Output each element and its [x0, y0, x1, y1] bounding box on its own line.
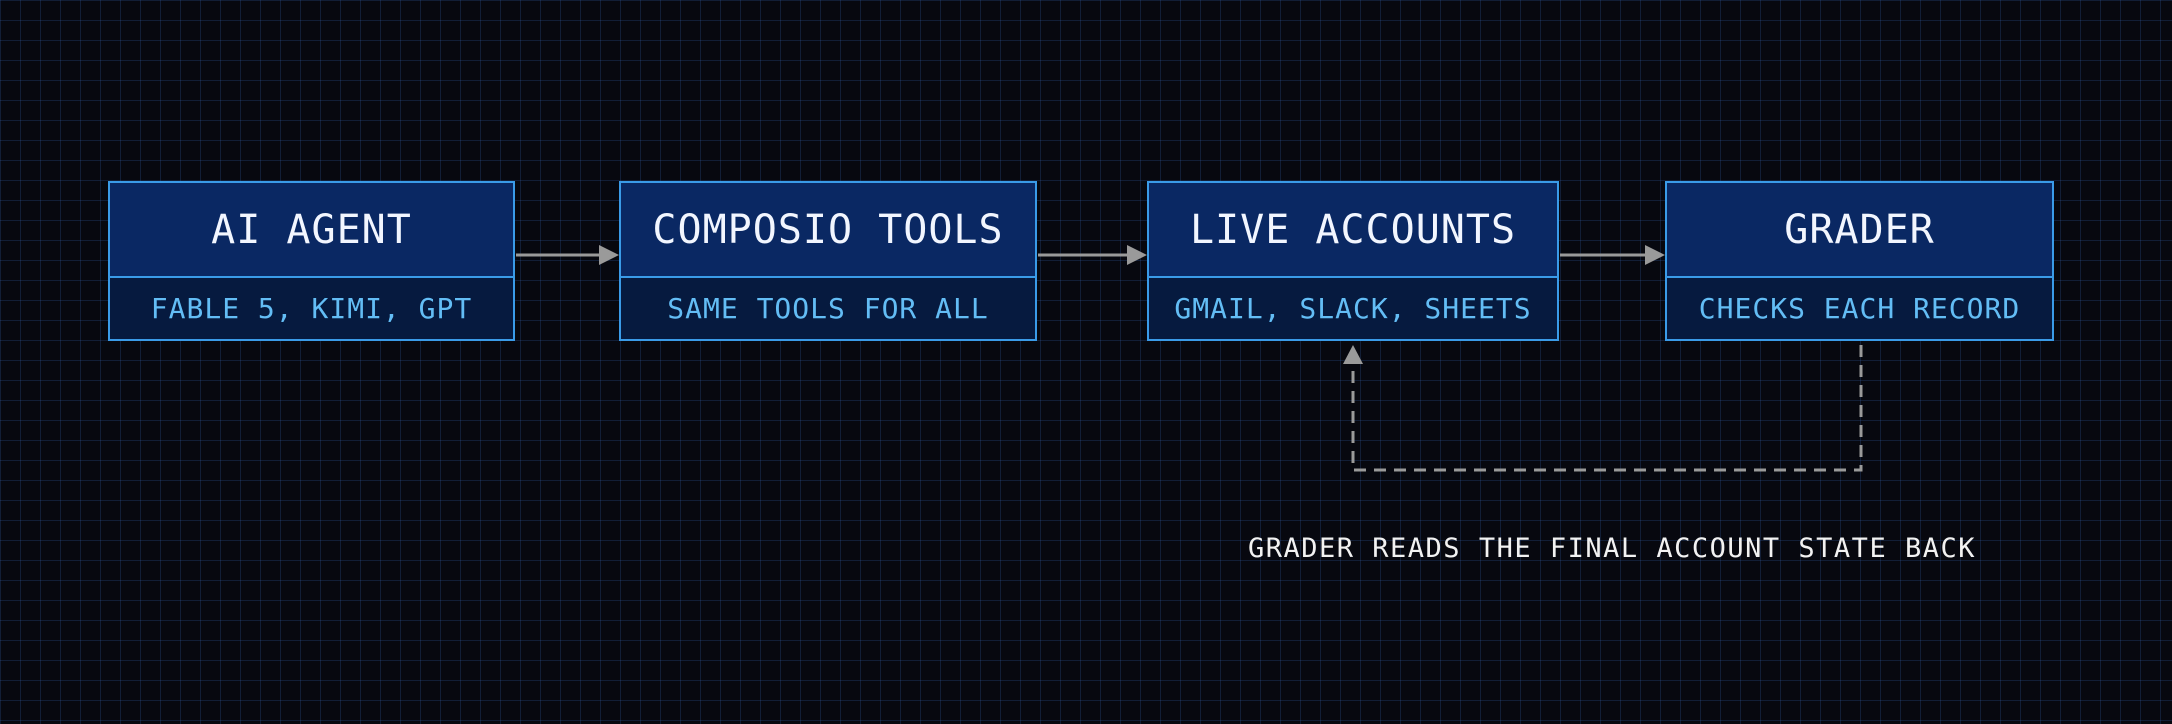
- node-title: LIVE ACCOUNTS: [1149, 183, 1557, 278]
- node-ai-agent: AI AGENT FABLE 5, KIMI, GPT: [108, 181, 515, 341]
- arrow-tools-to-accounts: [1038, 245, 1147, 265]
- node-title: COMPOSIO TOOLS: [621, 183, 1035, 278]
- node-subtitle: GMAIL, SLACK, SHEETS: [1149, 278, 1557, 339]
- node-title: AI AGENT: [110, 183, 513, 278]
- node-title: GRADER: [1667, 183, 2052, 278]
- node-subtitle: CHECKS EACH RECORD: [1667, 278, 2052, 339]
- node-composio-tools: COMPOSIO TOOLS SAME TOOLS FOR ALL: [619, 181, 1037, 341]
- node-grader: GRADER CHECKS EACH RECORD: [1665, 181, 2054, 341]
- node-subtitle: SAME TOOLS FOR ALL: [621, 278, 1035, 339]
- feedback-dashed-arrow: [1343, 345, 1863, 472]
- arrow-agent-to-tools: [516, 245, 619, 265]
- arrow-accounts-to-grader: [1560, 245, 1665, 265]
- node-live-accounts: LIVE ACCOUNTS GMAIL, SLACK, SHEETS: [1147, 181, 1559, 341]
- node-subtitle: FABLE 5, KIMI, GPT: [110, 278, 513, 339]
- feedback-caption: GRADER READS THE FINAL ACCOUNT STATE BAC…: [1248, 533, 1976, 564]
